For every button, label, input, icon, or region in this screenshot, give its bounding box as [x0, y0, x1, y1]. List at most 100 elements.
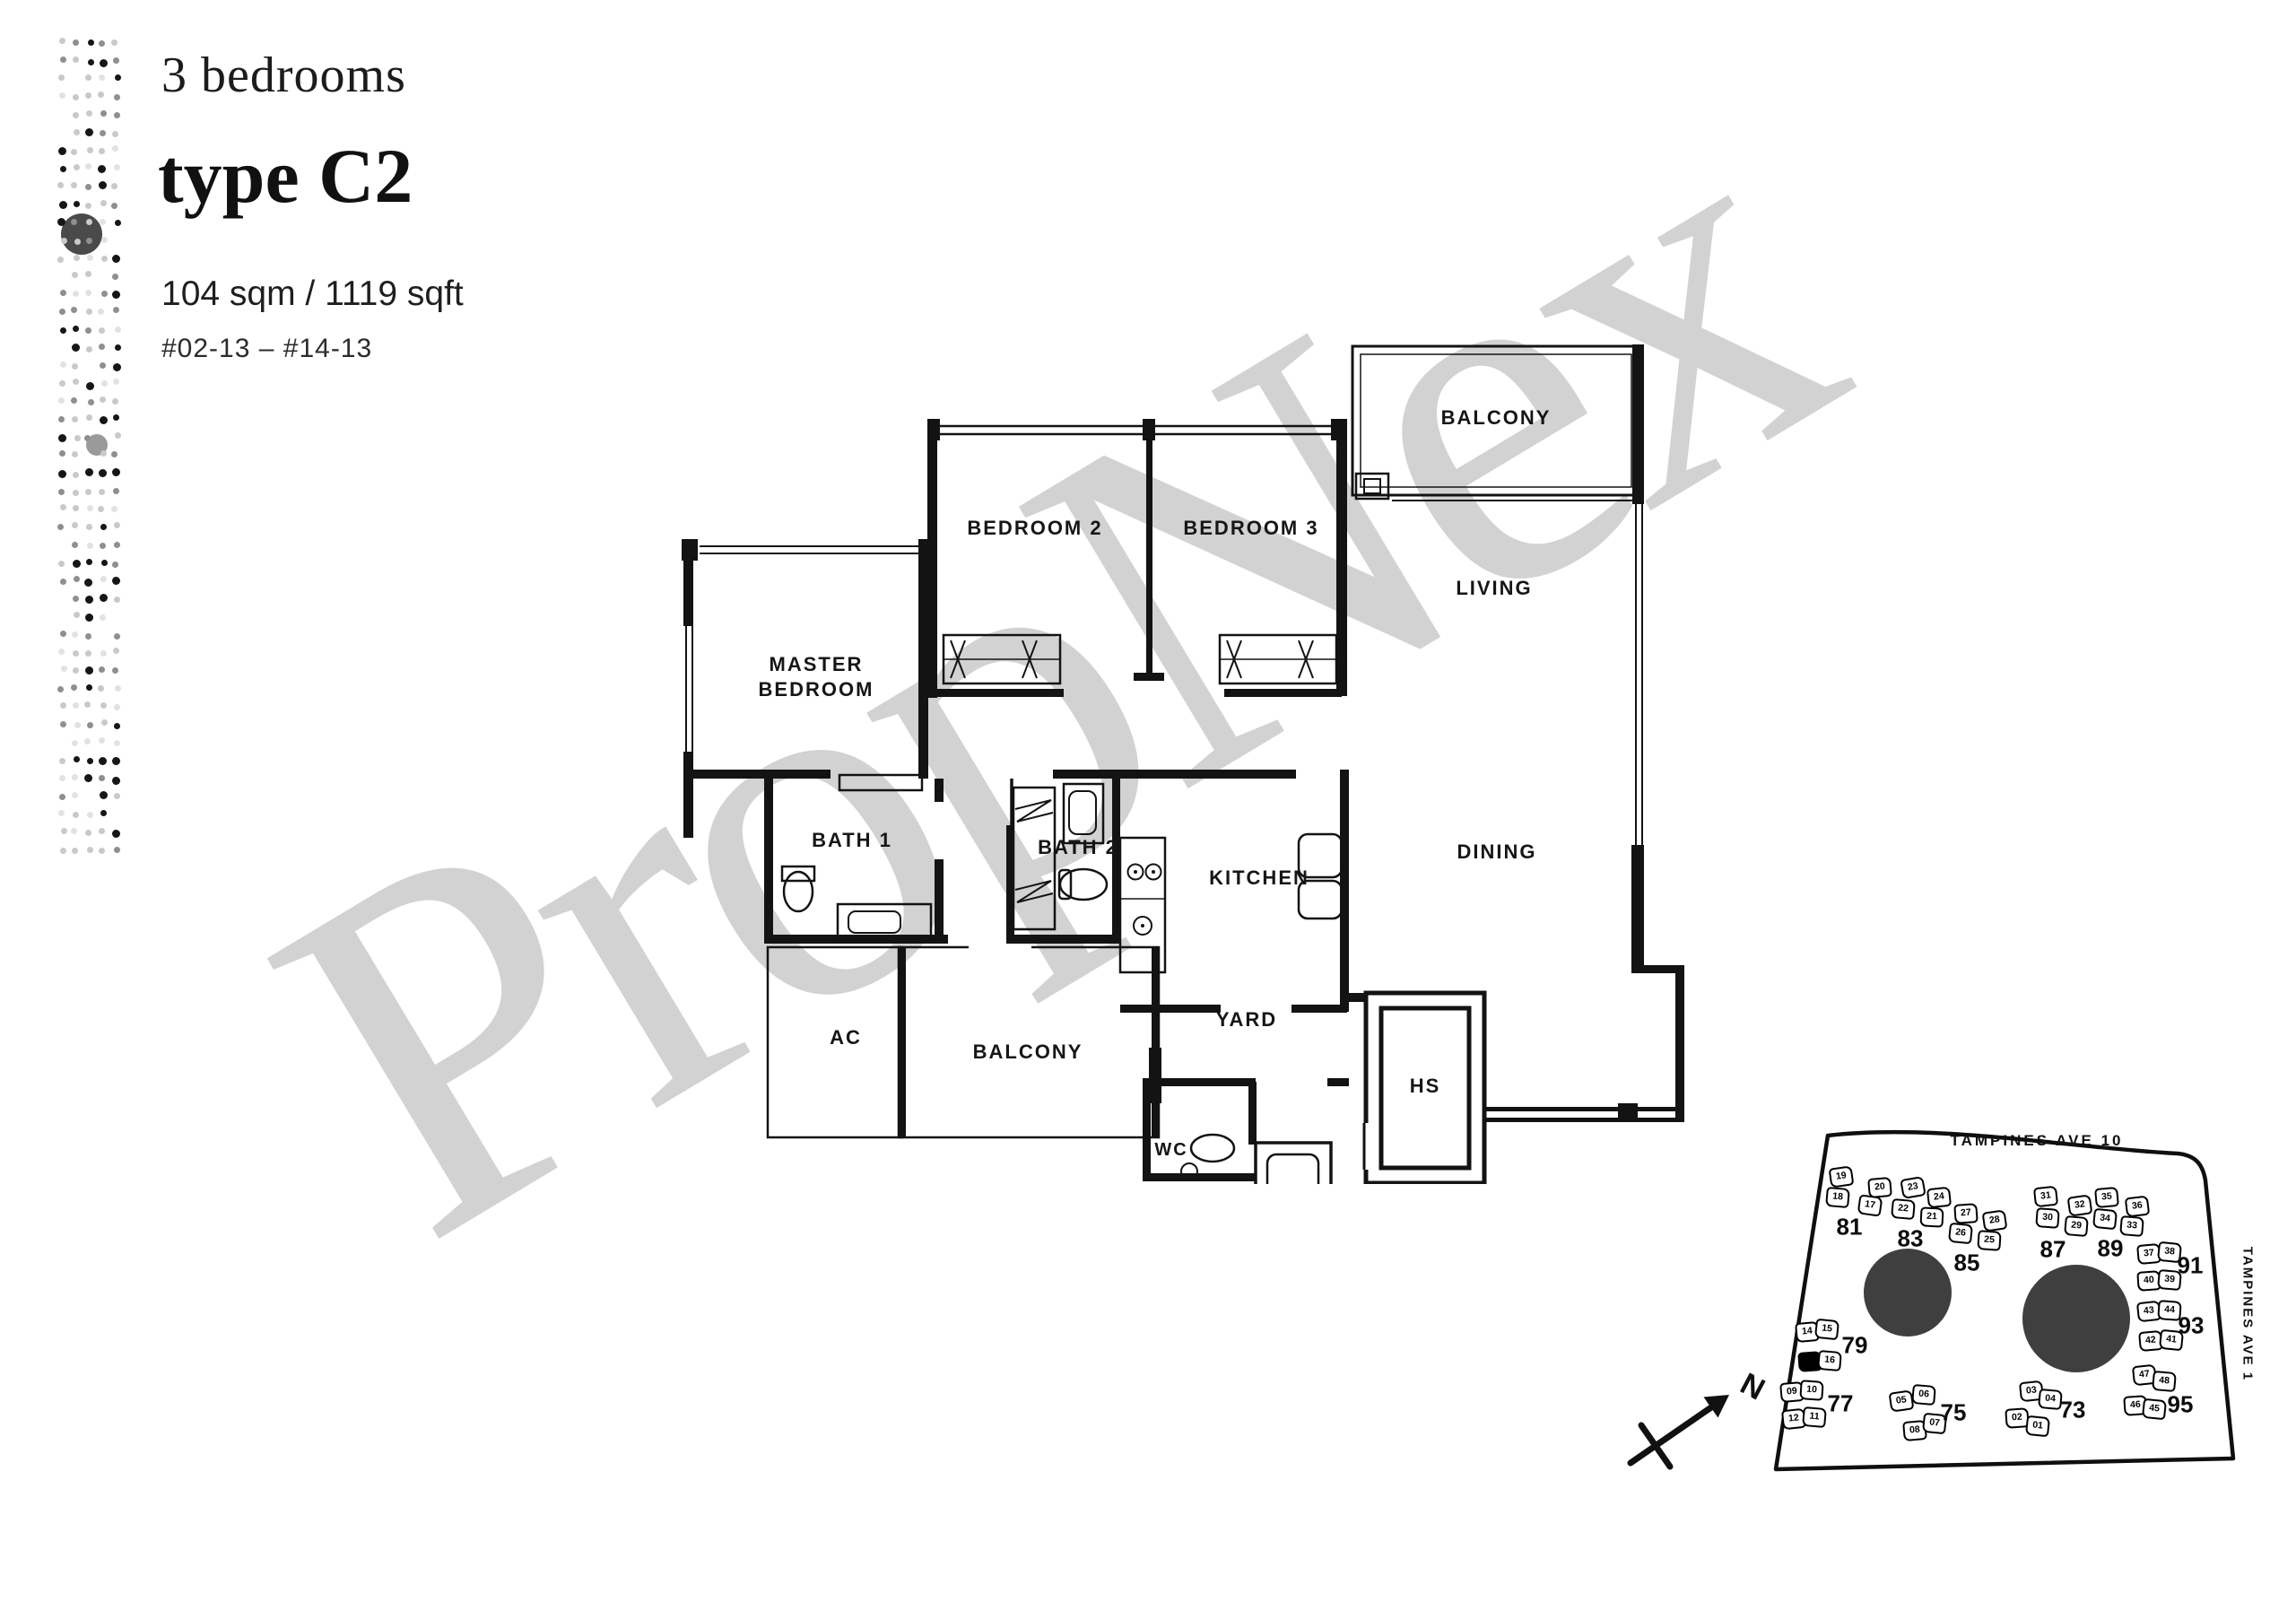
dot — [85, 414, 92, 422]
dot — [100, 576, 107, 583]
dot — [100, 379, 108, 387]
dot — [58, 469, 67, 478]
dot — [71, 182, 78, 189]
dot — [85, 219, 92, 226]
room-label-bedroom2: BEDROOM 2 — [967, 517, 1102, 539]
dot — [85, 271, 92, 278]
dot — [57, 182, 65, 189]
room-label-master-1: MASTER — [770, 653, 864, 675]
sitemap-unit-28: 28 — [1981, 1209, 2008, 1232]
dot — [87, 147, 94, 154]
dot — [85, 237, 92, 244]
dot — [73, 596, 80, 603]
sitemap-unit-16: 16 — [1817, 1349, 1842, 1372]
dot — [85, 614, 94, 623]
dot — [114, 163, 121, 170]
dot — [72, 94, 79, 101]
dot — [58, 91, 65, 99]
dot — [86, 543, 93, 550]
sitemap-unit-06: 06 — [1911, 1383, 1936, 1406]
dot — [86, 504, 93, 511]
dot — [59, 361, 66, 369]
dot — [111, 451, 118, 458]
dot — [114, 219, 121, 226]
room-label-ac: AC — [830, 1026, 862, 1049]
dot — [59, 757, 66, 764]
dot — [112, 363, 121, 372]
dot — [85, 110, 92, 118]
floorplan-drawing: BALCONY LIVING BEDROOM 2 BEDROOM 3 MASTE… — [682, 344, 1684, 1184]
dot — [114, 522, 121, 529]
dot — [59, 775, 66, 782]
dot — [57, 416, 65, 423]
dot — [99, 489, 105, 496]
dot — [111, 273, 118, 280]
dot — [58, 147, 67, 156]
sitemap-landscape-circle-left — [1864, 1249, 1952, 1336]
dot — [58, 489, 65, 496]
room-label-master-2: BEDROOM — [759, 678, 874, 701]
stack-range-text: #02-13 – #14-13 — [161, 334, 373, 363]
dot — [98, 685, 105, 692]
sitemap-unit-34: 34 — [2092, 1207, 2118, 1231]
sitemap-block-95: 95 — [2167, 1390, 2194, 1418]
dot — [73, 701, 80, 709]
dot — [71, 416, 78, 423]
dot — [58, 200, 67, 209]
dot — [58, 433, 67, 442]
sitemap-unit-36: 36 — [2124, 1195, 2151, 1218]
dot — [58, 309, 65, 316]
dot — [113, 596, 120, 603]
dot — [98, 165, 107, 174]
street-label-tampines-ave-1: TAMPINES AVE 1 — [2239, 1246, 2256, 1382]
dot — [113, 704, 120, 711]
dot — [99, 775, 106, 782]
dot — [113, 792, 120, 799]
dot — [74, 721, 81, 728]
dot — [84, 773, 93, 782]
dot — [71, 848, 78, 855]
dot — [112, 130, 119, 137]
dot — [72, 522, 79, 529]
sitemap-unit-30: 30 — [2035, 1207, 2060, 1229]
dot — [98, 91, 105, 99]
sitemap-unit-11: 11 — [1802, 1406, 1827, 1429]
dot — [85, 381, 94, 390]
dot — [100, 450, 107, 457]
sitemap-unit-45: 45 — [2141, 1397, 2168, 1421]
dot — [98, 148, 105, 155]
dot — [100, 200, 107, 207]
sitemap-unit-01: 01 — [2024, 1415, 2051, 1438]
dot-pattern — [57, 38, 131, 874]
dot — [100, 523, 108, 530]
sitemap-block-87: 87 — [2039, 1235, 2066, 1263]
sitemap-unit-27: 27 — [1953, 1203, 1979, 1224]
dot — [57, 649, 65, 656]
dot — [85, 595, 93, 604]
dot — [60, 847, 67, 854]
sitemap-unit-23: 23 — [1900, 1175, 1926, 1200]
dot — [98, 666, 105, 673]
area-text: 104 sqm / 1119 sqft — [161, 274, 464, 313]
dot — [72, 666, 79, 674]
room-label-balcony-bottom: BALCONY — [973, 1040, 1083, 1063]
dot — [84, 290, 91, 297]
dot — [72, 112, 79, 119]
dot — [100, 701, 107, 709]
dot — [114, 432, 121, 440]
sitemap-block-79: 79 — [1841, 1331, 1868, 1359]
sitemap-block-77: 77 — [1827, 1389, 1854, 1417]
dot — [99, 827, 106, 834]
dot — [72, 504, 79, 511]
dot — [74, 163, 81, 170]
sitemap-boundary — [1773, 1129, 2236, 1472]
dot — [74, 200, 81, 207]
dot — [87, 846, 94, 853]
dot — [85, 650, 92, 657]
sitemap-block-93: 93 — [2178, 1311, 2205, 1339]
dot — [85, 184, 92, 191]
dot — [100, 218, 107, 225]
accent-dot-large — [61, 213, 102, 255]
